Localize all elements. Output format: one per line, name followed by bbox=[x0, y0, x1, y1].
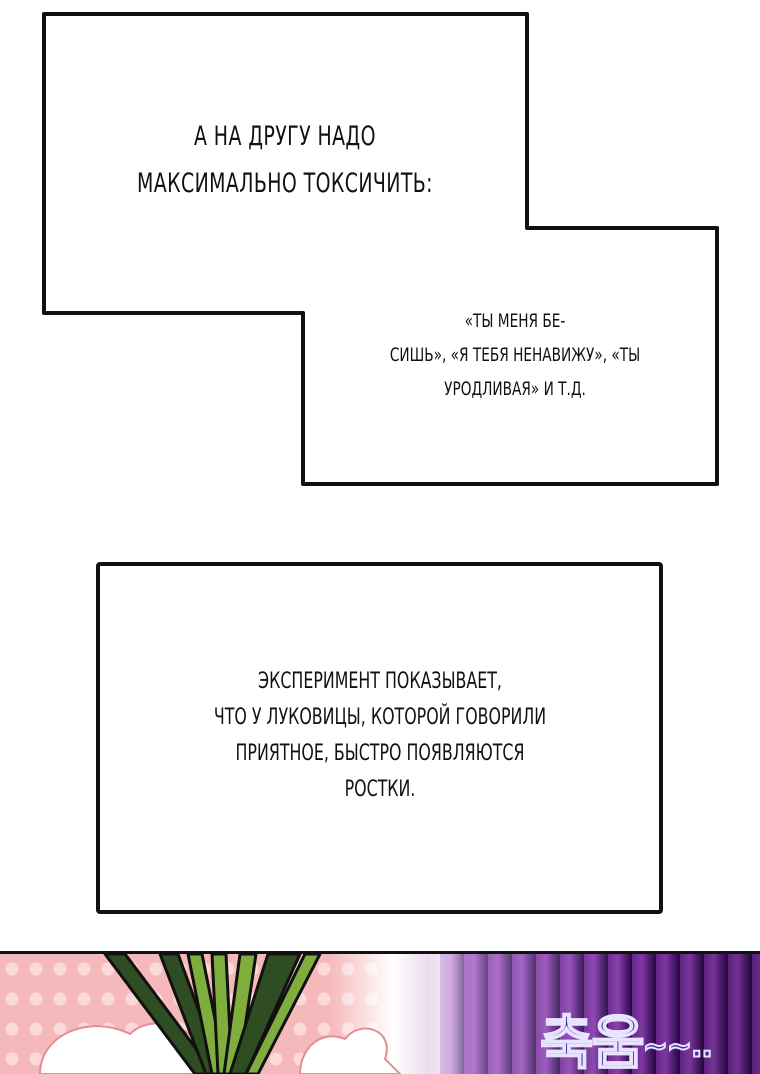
caption-line: ЭКСПЕРИМЕНТ ПОКАЗЫВАЕТ, bbox=[258, 669, 502, 694]
caption-line: УРОДЛИВАЯ» И Т.Д. bbox=[444, 378, 586, 400]
comic-artwork-panel: 축움~~.. bbox=[0, 951, 760, 1074]
caption-line: РОСТКИ. bbox=[344, 777, 416, 802]
onion-sprout-icon bbox=[38, 954, 402, 1074]
caption-box-3-border bbox=[96, 562, 663, 914]
caption-box-3-text: ЭКСПЕРИМЕНТ ПОКАЗЫВАЕТ, ЧТО У ЛУКОВИЦЫ, … bbox=[164, 664, 596, 808]
sfx-main: 축움 bbox=[539, 1008, 646, 1074]
sfx-tail: ~~.. bbox=[642, 1028, 714, 1065]
sound-effect-text: 축움~~.. bbox=[539, 996, 714, 1074]
purple-striped-background bbox=[440, 954, 760, 1074]
caption-borders bbox=[42, 12, 719, 914]
caption-line: ЧТО У ЛУКОВИЦЫ, КОТОРОЙ ГОВОРИЛИ bbox=[213, 705, 547, 730]
caption-box-2-text: «ТЫ МЕНЯ БЕ- СИШЬ», «Я ТЕБЯ НЕНАВИЖУ», «… bbox=[367, 304, 663, 406]
caption-line: А НА ДРУГУ НАДО bbox=[194, 121, 376, 152]
caption-line: СИШЬ», «Я ТЕБЯ НЕНАВИЖУ», «ТЫ bbox=[389, 344, 641, 366]
caption-line: ПРИЯТНОЕ, БЫСТРО ПОЯВЛЯЮТСЯ bbox=[235, 741, 525, 766]
caption-line: МАКСИМАЛЬНО ТОКСИЧИТЬ: bbox=[137, 168, 433, 199]
caption-line: «ТЫ МЕНЯ БЕ- bbox=[464, 310, 566, 332]
caption-box-1-text: А НА ДРУГУ НАДО МАКСИМАЛЬНО ТОКСИЧИТЬ: bbox=[133, 113, 437, 207]
caption-box-1-border bbox=[42, 12, 719, 486]
purple-shade bbox=[440, 954, 760, 1074]
